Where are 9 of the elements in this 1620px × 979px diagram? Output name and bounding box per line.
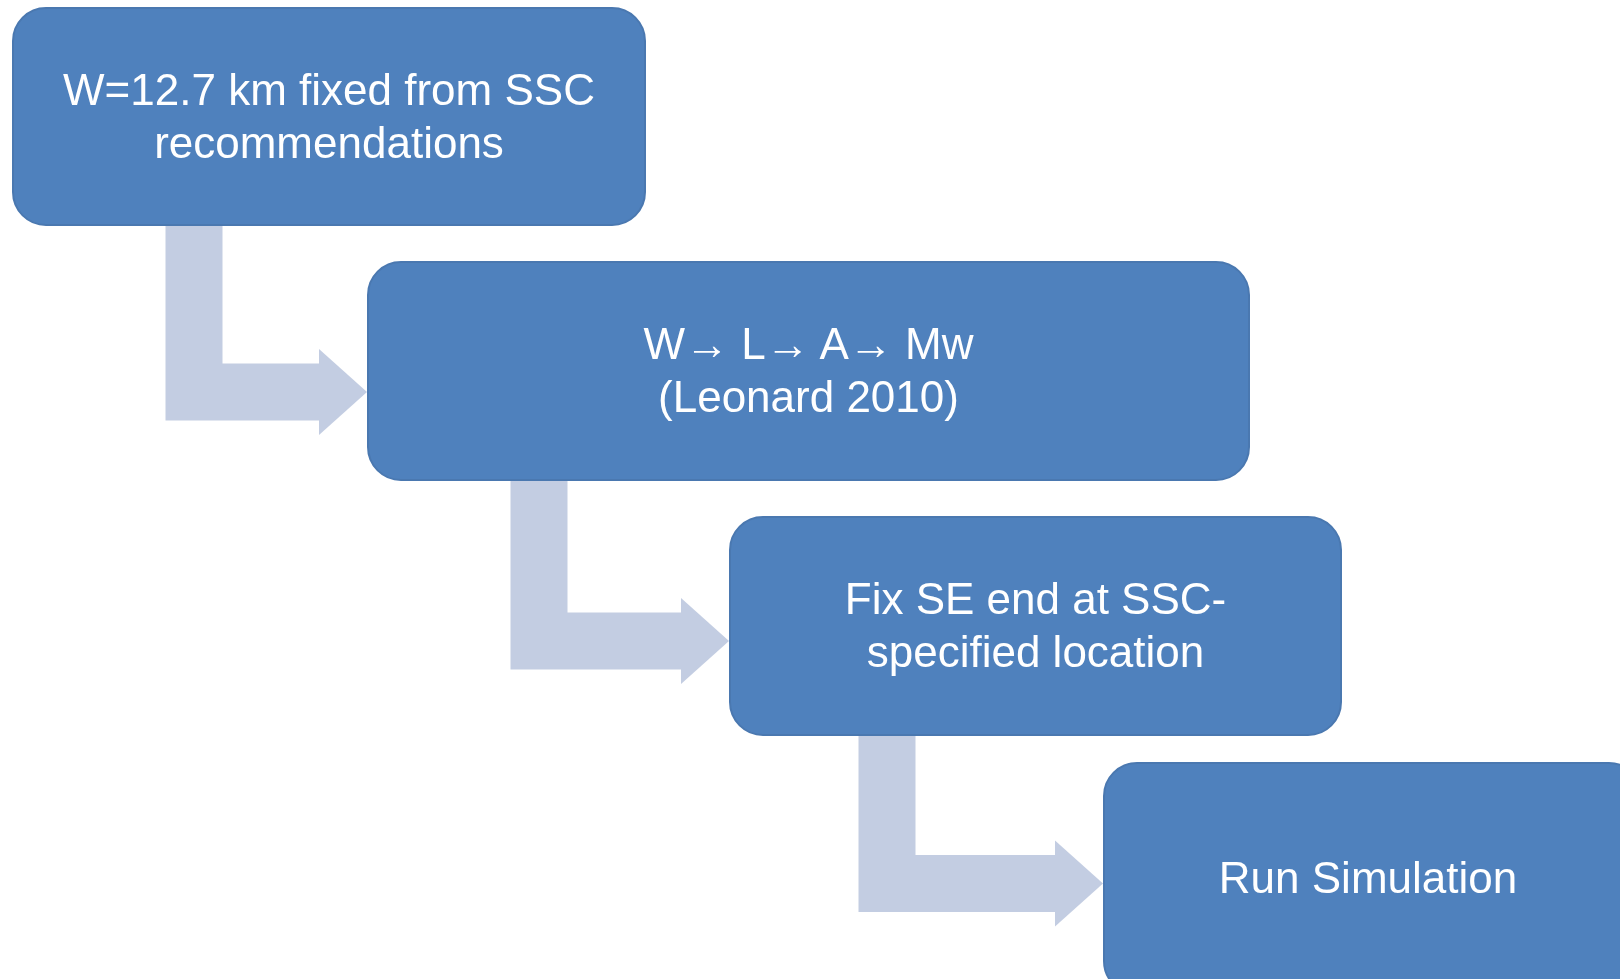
bent-arrow — [858, 736, 1103, 927]
step-text: Fix SE end at SSC-specified location — [843, 573, 1228, 678]
step-text: Run Simulation — [1218, 852, 1518, 905]
step-text: W→ L→ A→ Mw (Leonard 2010) — [642, 318, 975, 423]
process-box — [12, 7, 646, 226]
process-box — [1103, 762, 1620, 979]
process-box — [367, 261, 1250, 481]
process-box — [729, 516, 1342, 736]
step-text: W=12.7 km fixed from SSC recommendations — [62, 63, 596, 169]
